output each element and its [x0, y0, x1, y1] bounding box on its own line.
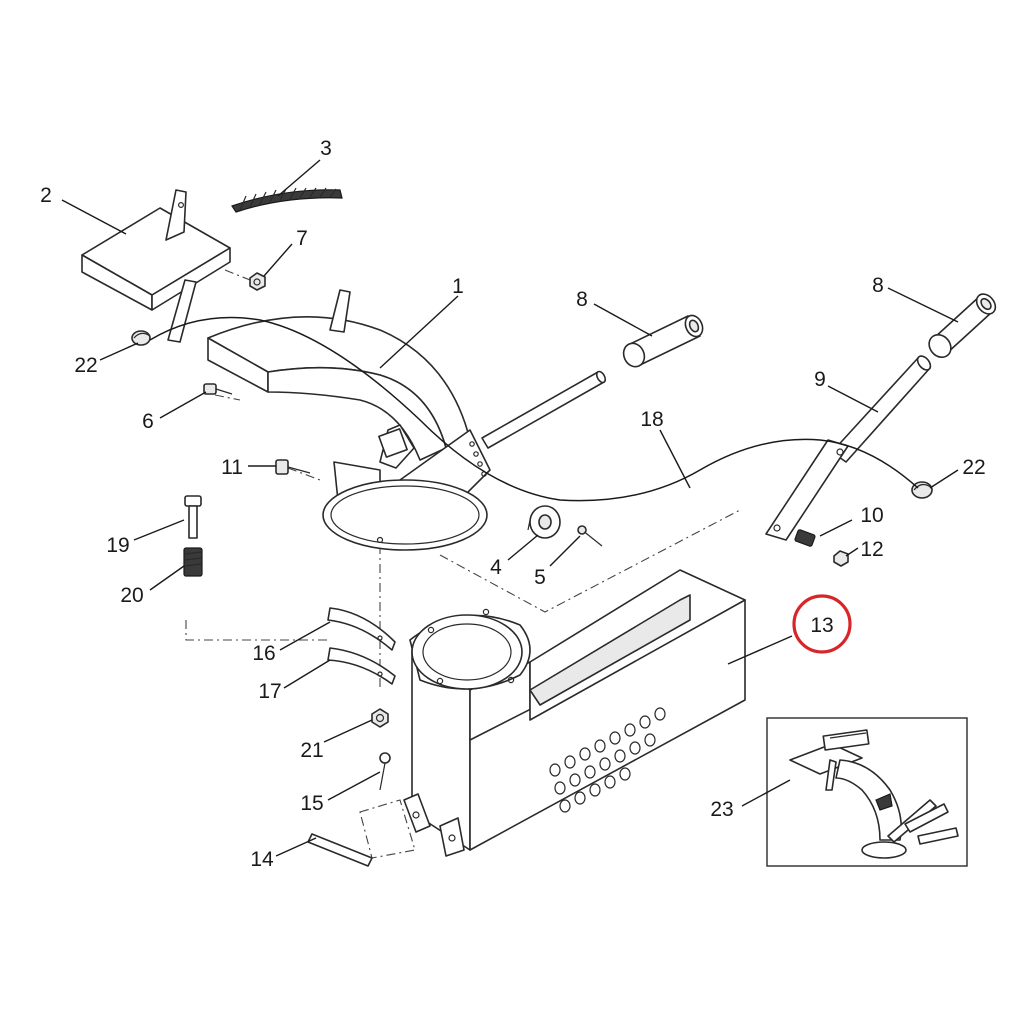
- callout-5: 5: [534, 566, 546, 589]
- callout-11: 11: [221, 456, 243, 479]
- part-11-bolt: [275, 459, 311, 475]
- part-18-cable: [149, 316, 919, 502]
- callout-20: 20: [120, 584, 143, 607]
- part-6-bolt: [203, 383, 233, 395]
- part-10-spring: [794, 529, 816, 547]
- part-9-handle-lever: [765, 355, 932, 541]
- callout-3: 3: [320, 137, 332, 160]
- part-21-nut: [371, 708, 389, 728]
- callout-15: 15: [300, 792, 323, 815]
- callout-6: 6: [142, 410, 154, 433]
- part-1-upper-chute: [207, 289, 491, 551]
- callout-labels: 1 2 3 4 5 6 7 8 8 9 10 11 12 13 14 15 16…: [40, 137, 986, 871]
- callout-10: 10: [860, 504, 883, 527]
- callout-18: 18: [640, 408, 663, 431]
- part-22-cable-clamp-right: [911, 481, 933, 499]
- callout-13: 13: [810, 614, 833, 637]
- callout-17: 17: [258, 680, 281, 703]
- part-8-grip-center: [622, 314, 704, 368]
- assembly-guide-lines: [185, 269, 741, 859]
- control-rod: [481, 370, 607, 449]
- part-12-nut: [833, 550, 849, 567]
- part-13-lower-housing: [403, 569, 746, 857]
- callout-21: 21: [300, 739, 323, 762]
- callout-14: 14: [250, 848, 274, 871]
- leader-lines: [61, 159, 959, 857]
- callout-23: 23: [710, 798, 733, 821]
- part-4-roller: [527, 505, 561, 539]
- callout-12: 12: [860, 538, 883, 561]
- part-15-eye-bolt: [379, 752, 391, 791]
- callout-19: 19: [106, 534, 129, 557]
- part-2-deflector-bracket: [81, 189, 231, 343]
- callout-4: 4: [490, 556, 502, 579]
- callout-22-right: 22: [962, 456, 985, 479]
- part-5-screw: [577, 525, 603, 547]
- callout-16: 16: [252, 642, 275, 665]
- part-20-spring: [183, 547, 203, 577]
- callout-8-center: 8: [576, 288, 588, 311]
- part-19-bolt: [184, 495, 202, 539]
- part-17-shim: [327, 647, 396, 685]
- part-16-shim: [327, 607, 396, 651]
- callout-2: 2: [40, 184, 52, 207]
- part-22-cable-clamp-left: [131, 330, 151, 346]
- callout-22-left: 22: [74, 354, 97, 377]
- part-14-pin: [307, 833, 373, 867]
- part-23-inset-assembly: [766, 717, 968, 867]
- callout-7: 7: [296, 227, 308, 250]
- vent-holes: [549, 707, 666, 813]
- callout-1: 1: [452, 275, 464, 298]
- callout-9: 9: [814, 368, 826, 391]
- callout-8-right: 8: [872, 274, 884, 297]
- highlight-circle-callout-13: [792, 594, 852, 654]
- part-7-nut: [249, 272, 266, 291]
- part-8-grip-right: [928, 293, 997, 359]
- part-3-spring: [231, 187, 343, 213]
